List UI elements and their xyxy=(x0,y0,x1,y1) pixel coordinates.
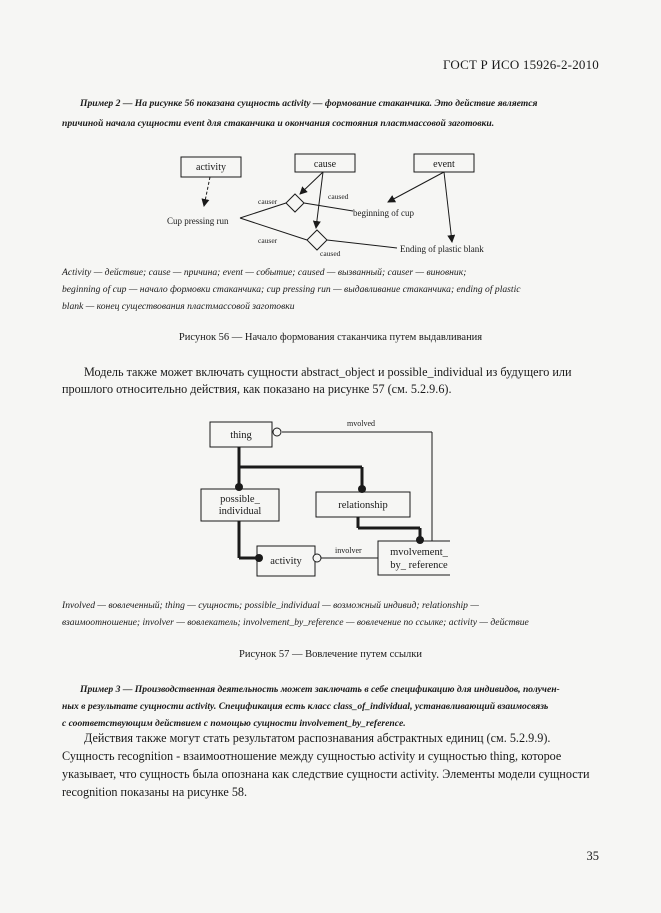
fig57-possible-label-2: individual xyxy=(219,506,262,517)
fig56-diamond-bottom xyxy=(306,229,328,251)
fig56-caused-bottom-label: caused xyxy=(320,249,341,258)
fig57-thing-box xyxy=(209,421,273,448)
fig57-legend-line-2: взаимоотношение; involver — вовлекатель;… xyxy=(62,617,529,628)
fig56-cause-box xyxy=(294,153,356,173)
example-2-line-2: причиной начала сущности event для стака… xyxy=(62,118,495,129)
fig56-caption: Рисунок 56 — Начало формования стаканчик… xyxy=(178,332,483,343)
fig56-ending-of-plastic-blank-label: Ending of plastic blank xyxy=(400,244,484,254)
example-3-line-1: Пример 3 — Производственная деятельность… xyxy=(80,684,560,695)
fig56-diamond-top xyxy=(285,193,305,213)
fig56-causer-bottom-label: causer xyxy=(258,236,278,245)
fig56-cup-pressing-run-label: Cup pressing run xyxy=(167,216,229,226)
fig57-involvement-label-1: mvolvement_ xyxy=(390,547,448,558)
fig57-relationship-dot xyxy=(358,485,366,493)
example-3-line-3: с соответствующим действием с помощью су… xyxy=(62,718,406,729)
example-3-line-2: ных в результате сущности activity. Спец… xyxy=(62,701,549,712)
fig57-involved-label: mvolved xyxy=(347,419,375,428)
fig57-involvement-label-2: by_ reference xyxy=(390,560,448,571)
paragraph-2-line-4: recognition показаны на рисунке 58. xyxy=(62,785,248,799)
fig57-thing-label: thing xyxy=(230,430,252,441)
fig57-involver-open-circle xyxy=(312,553,322,563)
page-number: 35 xyxy=(586,849,600,863)
fig57-activity-label: activity xyxy=(270,556,302,567)
fig57-involved-open-circle xyxy=(272,427,282,437)
document-header: ГОСТ Р ИСО 15926-2-2010 xyxy=(442,57,599,72)
fig56-causer-top-label: causer xyxy=(258,197,278,206)
fig57-legend-line-1: Involved — вовлеченный; thing — сущность… xyxy=(62,600,479,611)
fig56-activity-label: activity xyxy=(196,162,226,173)
figure-57-diagram: thing possible_ individual relationship … xyxy=(200,419,450,577)
fig57-relationship-label: relationship xyxy=(338,500,388,511)
paragraph-1-line-1-text: Модель также может включать сущности abs… xyxy=(84,365,572,379)
fig57-activity-dot xyxy=(255,554,263,562)
fig56-beginning-of-cup-label: beginning of cup xyxy=(353,208,414,218)
fig57-involver-label: involver xyxy=(335,546,362,555)
figure-56-diagram: activity cause event causer caused Cup p… xyxy=(167,153,484,258)
paragraph-2-line-2: Сущность recognition - взаимоотношение м… xyxy=(62,749,562,763)
paragraph-2-line-3: указывает, что сущность была опознана ка… xyxy=(62,767,590,781)
fig57-possible-dot xyxy=(235,483,243,491)
fig57-caption: Рисунок 57 — Вовлечение путем ссылки xyxy=(239,649,422,660)
example-2-line-1: Пример 2 — На рисунке 56 показана сущнос… xyxy=(80,98,538,109)
paragraph-2-line-1: Действия также могут стать результатом р… xyxy=(84,731,551,745)
fig56-caused-top-label: caused xyxy=(328,192,349,201)
fig57-possible-label-1: possible_ xyxy=(220,494,260,505)
fig56-activity-box xyxy=(180,156,242,178)
paragraph-1-line-1: Модель также может включать сущности abs… xyxy=(62,363,599,382)
fig56-cause-label: cause xyxy=(314,159,337,170)
fig56-legend-line-1: Activity — действие; cause — причина; ev… xyxy=(62,267,467,278)
fig56-legend-line-3: blank — конец существования пластмассово… xyxy=(62,301,295,312)
fig57-involvement-dot xyxy=(416,536,424,544)
fig56-event-label: event xyxy=(433,159,455,170)
paragraph-1-line-2: прошлого относительно действия, как пока… xyxy=(62,382,452,396)
fig56-legend-line-2: beginning of cup — начало формовки стака… xyxy=(62,284,521,295)
